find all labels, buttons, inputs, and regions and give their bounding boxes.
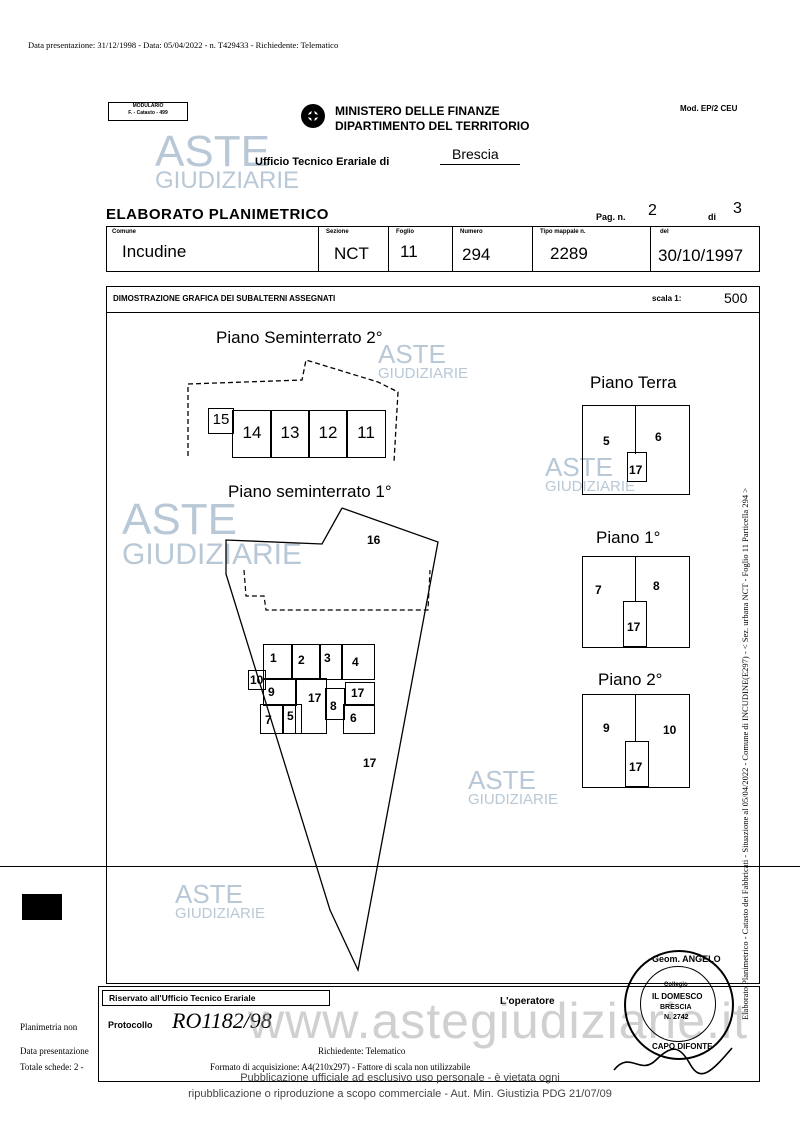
plan-secondo: 9 10 17 — [582, 694, 690, 788]
room-15: 15 — [208, 408, 234, 434]
formato-line: Formato di acquisizione: A4(210x297) - F… — [210, 1062, 471, 1072]
page-total: 3 — [733, 200, 742, 217]
plan-title-seminterrato2: Piano Seminterrato 2° — [216, 328, 383, 347]
comune-label: Comune — [112, 229, 136, 235]
divider — [388, 227, 389, 271]
room-4: 4 — [341, 644, 375, 680]
plan-title-primo: Piano 1° — [596, 528, 661, 547]
label-17: 17 — [363, 756, 377, 770]
drawing-frame — [106, 286, 760, 984]
foglio-label: Foglio — [396, 229, 414, 235]
scala-value: 500 — [724, 290, 748, 306]
professional-stamp: Geom. ANGELO Collegio IL DOMESCO BRESCIA… — [624, 950, 734, 1060]
publication-line2: ripubblicazione o riproduzione a scopo c… — [188, 1088, 612, 1100]
numero-value: 294 — [462, 245, 491, 264]
signature-icon — [613, 1047, 733, 1075]
scala-label: scala 1: — [652, 294, 682, 303]
richiedente: Richiedente: Telematico — [318, 1046, 406, 1056]
label-16: 16 — [367, 533, 381, 547]
registration-mark — [22, 894, 62, 920]
header-line: Data presentazione: 31/12/1998 - Data: 0… — [28, 40, 339, 50]
planimetria-non: Planimetria non — [20, 1022, 78, 1032]
sezione-value: NCT — [334, 244, 369, 263]
room-2: 2 — [291, 644, 321, 680]
divider — [107, 312, 759, 313]
ministry-line2: DIPARTIMENTO DEL TERRITORIO — [335, 119, 530, 133]
plan-seminterrato1-outline — [225, 507, 439, 973]
ufficio-label: Ufficio Tecnico Erariale di — [255, 156, 390, 168]
plan-title-terra: Piano Terra — [590, 373, 677, 392]
del-value: 30/10/1997 — [658, 246, 744, 265]
page-value: 2 — [648, 202, 657, 219]
dimostrazione-label: DIMOSTRAZIONE GRAFICA DEI SUBALTERNI ASS… — [113, 294, 336, 303]
operatore-label: L'operatore — [500, 996, 555, 1007]
page-of-label: di — [708, 212, 716, 222]
tipo-label: Tipo mappale n. — [540, 229, 586, 235]
modulario-box: MODULARIO F. - Catasto - 499 — [108, 102, 188, 121]
room-17-b: 17 — [345, 682, 375, 706]
watermark: ASTE GIUDIZIARIE — [122, 495, 303, 571]
model-code: Mod. EP/2 CEU — [680, 104, 738, 113]
ministry-line1: MINISTERO DELLE FINANZE — [335, 104, 500, 118]
publication-line1: Pubblicazione ufficiale ad esclusivo uso… — [240, 1072, 560, 1084]
protocollo-value: RO1182/98 — [172, 1008, 272, 1033]
data-presentazione: Data presentazione — [20, 1046, 89, 1056]
watermark: ASTE GIUDIZIARIE — [155, 127, 300, 194]
room-13: 13 — [270, 410, 310, 458]
tipo-value: 2289 — [550, 244, 588, 263]
plan-seminterrato2-outline — [187, 359, 399, 463]
document-title: ELABORATO PLANIMETRICO — [106, 206, 329, 223]
divider — [318, 227, 319, 271]
numero-label: Numero — [460, 229, 483, 235]
side-text: Elaborato Planimetrico - Catasto dei Fab… — [740, 488, 750, 1020]
room-5: 5 — [282, 704, 302, 734]
watermark: ASTE GIUDIZIARIE — [468, 765, 559, 808]
divider — [532, 227, 533, 271]
comune-value: Incudine — [122, 242, 187, 261]
plan-terra: 5 6 17 — [582, 405, 690, 495]
plan-title-secondo: Piano 2° — [598, 670, 663, 689]
room-9: 9 — [263, 678, 297, 706]
watermark: ASTE GIUDIZIARIE — [378, 339, 469, 382]
plan-title-seminterrato1: Piano seminterrato 1° — [228, 482, 392, 501]
riservato-label: Riservato all'Ufficio Tecnico Erariale — [102, 990, 330, 1006]
emblem-icon — [301, 104, 325, 128]
page-label: Pag. n. — [596, 212, 626, 222]
divider — [452, 227, 453, 271]
room-7: 7 — [260, 704, 284, 734]
room-14: 14 — [232, 410, 272, 458]
totale-schede: Totale schede: 2 - — [20, 1062, 84, 1072]
room-1: 1 — [263, 644, 293, 680]
room-10: 10 — [248, 670, 266, 690]
fields-row — [106, 226, 760, 272]
foglio-value: 11 — [400, 242, 418, 261]
divider — [440, 164, 520, 165]
room-6: 6 — [343, 704, 375, 734]
ufficio-value: Brescia — [452, 146, 499, 162]
room-11: 11 — [346, 410, 386, 458]
room-12: 12 — [308, 410, 348, 458]
del-label: del — [660, 229, 669, 235]
fold-line — [0, 866, 800, 867]
room-17-a: 17 — [295, 678, 327, 734]
protocollo-label: Protocollo — [108, 1020, 153, 1030]
room-8: 8 — [325, 688, 345, 720]
plan-primo: 7 8 17 — [582, 556, 690, 648]
sezione-label: Sezione — [326, 229, 349, 235]
room-3: 3 — [319, 644, 343, 680]
divider — [650, 227, 651, 271]
watermark: ASTE GIUDIZIARIE — [545, 452, 636, 495]
watermark: ASTE GIUDIZIARIE — [175, 879, 266, 922]
footer-box — [98, 986, 760, 1082]
